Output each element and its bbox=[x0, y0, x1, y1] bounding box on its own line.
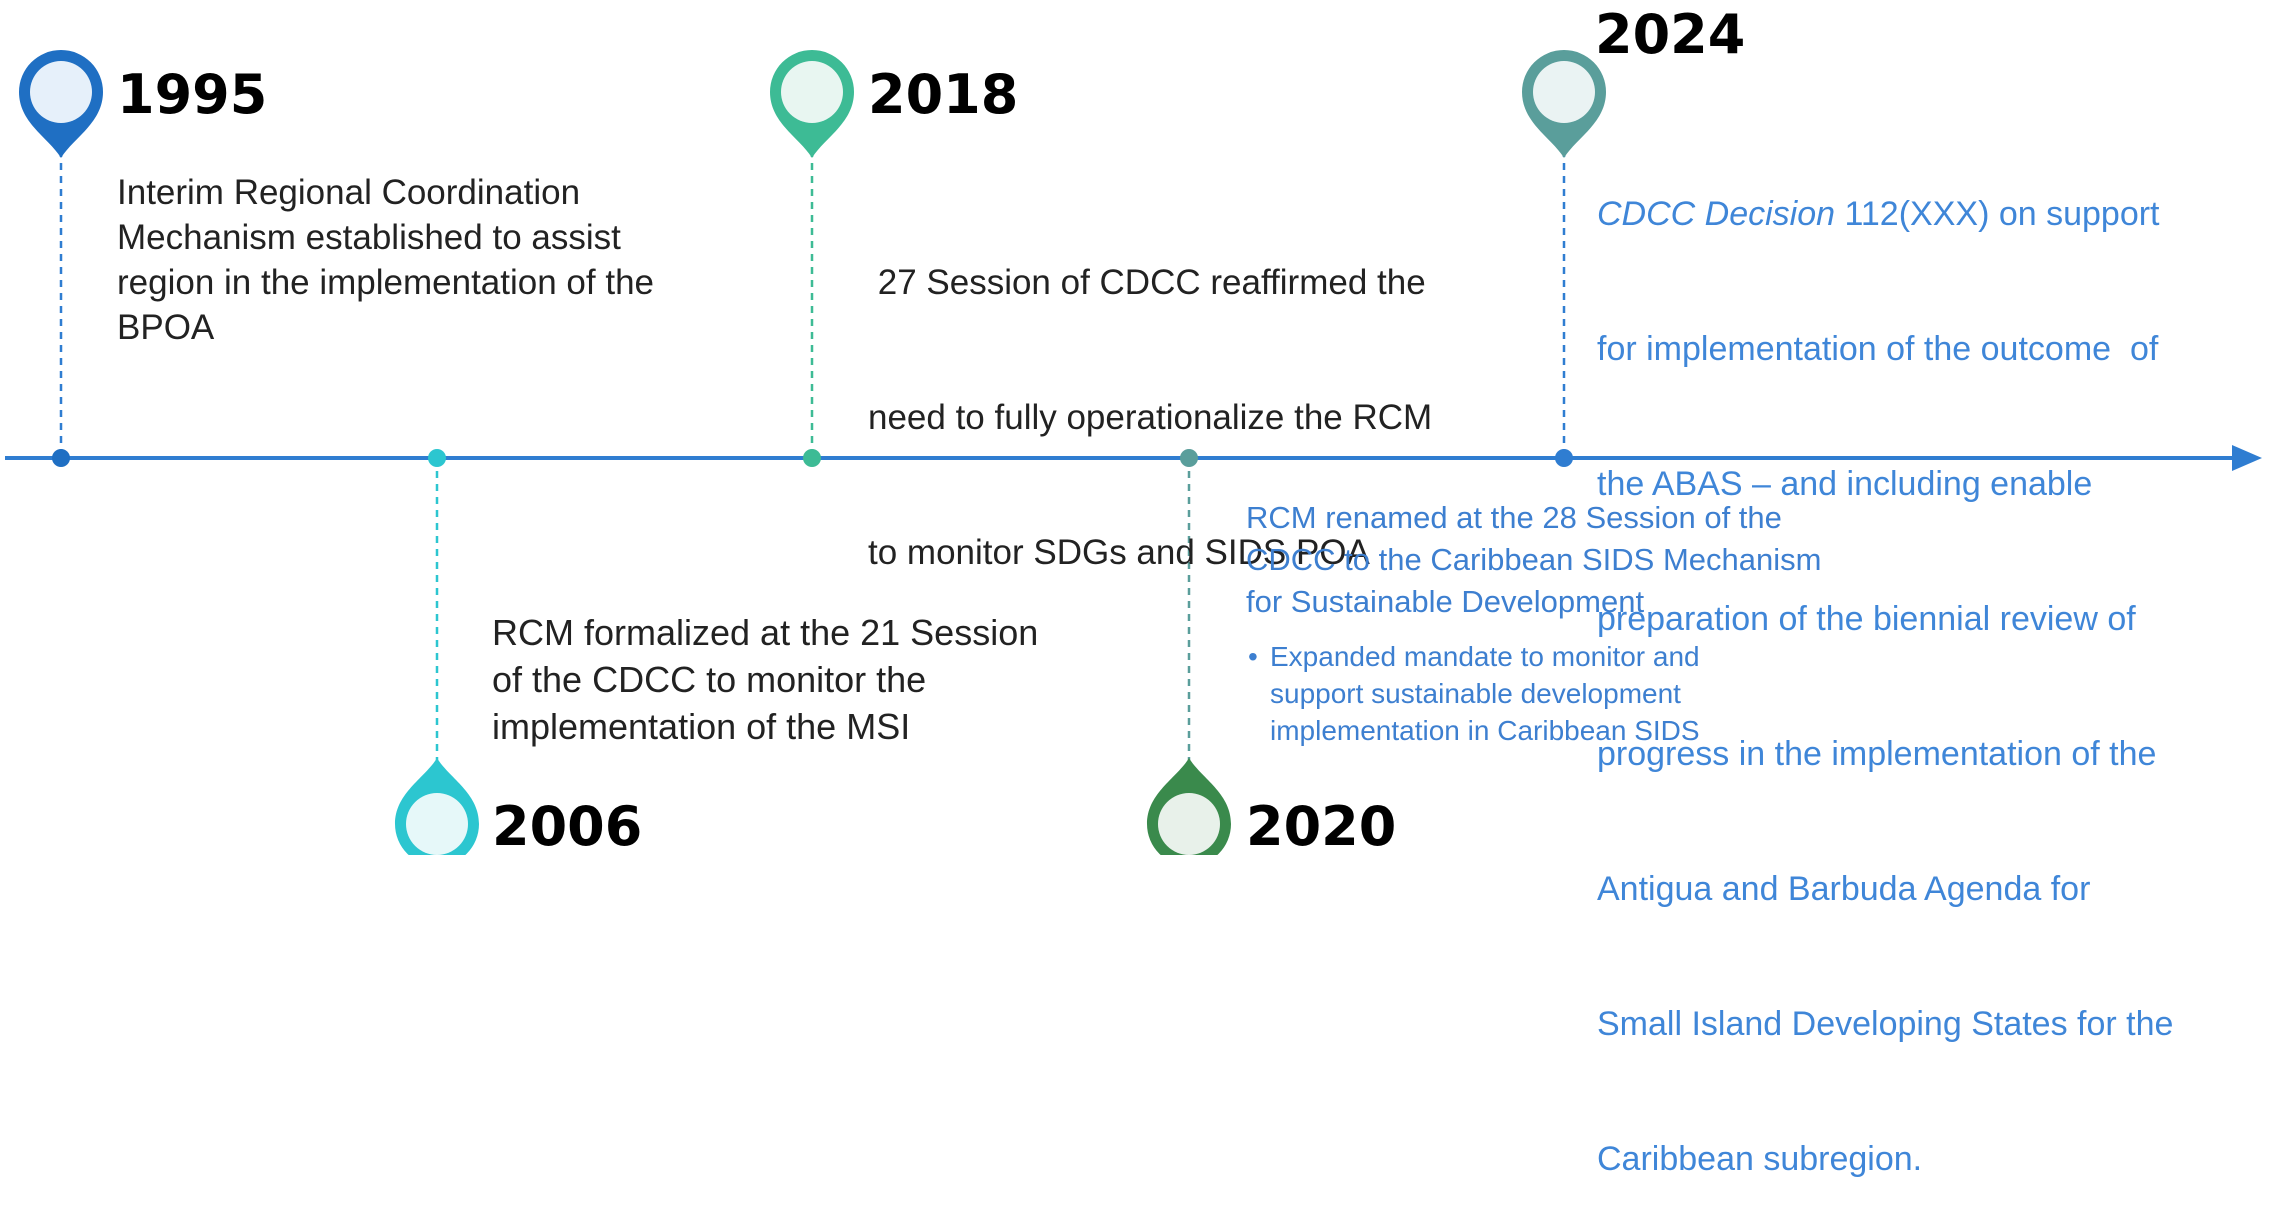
event-line: need to fully operationalize the RCM bbox=[868, 398, 1433, 437]
event-line: Interim Regional Coordination bbox=[117, 173, 581, 212]
event-line: implementation of the MSI bbox=[492, 706, 911, 747]
timeline-diagram bbox=[5, 50, 2262, 855]
event-line: Caribbean subregion. bbox=[1597, 1140, 1923, 1178]
event-line: of the CDCC to monitor the bbox=[492, 659, 927, 700]
event-line: Small Island Developing States for the bbox=[1597, 1005, 2174, 1043]
bullet-dot-icon: • bbox=[1248, 641, 1258, 672]
event-text-2018: 27 Session of CDCC reaffirmed the need t… bbox=[868, 170, 1432, 620]
event-line: the ABAS – and including enable bbox=[1597, 465, 2093, 503]
event-line: Mechanism established to assist bbox=[117, 218, 621, 257]
bullet-line: implementation in Caribbean SIDS bbox=[1270, 715, 1700, 746]
pin-icon-2020 bbox=[1147, 758, 1231, 855]
year-label-2006: 2006 bbox=[492, 795, 643, 858]
bullet-line: Expanded mandate to monitor and bbox=[1270, 641, 1700, 672]
event-text-2020: RCM renamed at the 28 Session of the CDC… bbox=[1246, 497, 1821, 623]
event-line: for Sustainable Development bbox=[1246, 584, 1645, 619]
event-line: progress in the implementation of the bbox=[1597, 735, 2157, 773]
year-label-2018: 2018 bbox=[868, 63, 1019, 126]
event-line: CDCC Decision 112(XXX) on support bbox=[1597, 192, 2173, 237]
event-line: CDCC to the Caribbean SIDS Mechanism bbox=[1246, 542, 1822, 577]
bullet-item: • Expanded mandate to monitor and suppor… bbox=[1246, 638, 1700, 749]
year-label-1995: 1995 bbox=[117, 63, 268, 126]
event-text-2024: CDCC Decision 112(XXX) on support for im… bbox=[1597, 102, 2173, 1227]
pin-icon-2006 bbox=[395, 758, 479, 855]
event-bullet-2020: • Expanded mandate to monitor and suppor… bbox=[1246, 638, 1700, 749]
axis-dot-1995 bbox=[52, 449, 70, 467]
event-line: 27 Session of CDCC reaffirmed the bbox=[868, 263, 1426, 302]
decision-name: CDCC Decision bbox=[1597, 195, 1836, 233]
year-label-2020: 2020 bbox=[1246, 795, 1397, 858]
event-line: RCM renamed at the 28 Session of the bbox=[1246, 500, 1782, 535]
event-line: RCM formalized at the 21 Session bbox=[492, 612, 1039, 653]
event-line: BPOA bbox=[117, 308, 215, 347]
event-line: Antigua and Barbuda Agenda for bbox=[1597, 870, 2091, 908]
axis-dot-2020 bbox=[1180, 449, 1198, 467]
event-text-1995: Interim Regional Coordination Mechanism … bbox=[117, 170, 654, 350]
axis-dot-2006 bbox=[428, 449, 446, 467]
timeline-arrowhead bbox=[2232, 445, 2262, 471]
event-line: preparation of the biennial review of bbox=[1597, 600, 2136, 638]
event-line: for implementation of the outcome of bbox=[1597, 330, 2159, 368]
pin-icon-2018 bbox=[770, 50, 854, 158]
bullet-line: support sustainable development bbox=[1270, 678, 1681, 709]
axis-dot-2018 bbox=[803, 449, 821, 467]
event-line: region in the implementation of the bbox=[117, 263, 654, 302]
event-line: to monitor SDGs and SIDS POA bbox=[868, 533, 1370, 572]
decision-rest: 112(XXX) on support bbox=[1835, 195, 2160, 233]
year-label-2024: 2024 bbox=[1595, 3, 1746, 66]
pin-icon-1995 bbox=[19, 50, 103, 158]
pin-icon-2024 bbox=[1522, 50, 1606, 158]
event-text-2006: RCM formalized at the 21 Session of the … bbox=[492, 609, 1038, 750]
axis-dot-2024 bbox=[1555, 449, 1573, 467]
